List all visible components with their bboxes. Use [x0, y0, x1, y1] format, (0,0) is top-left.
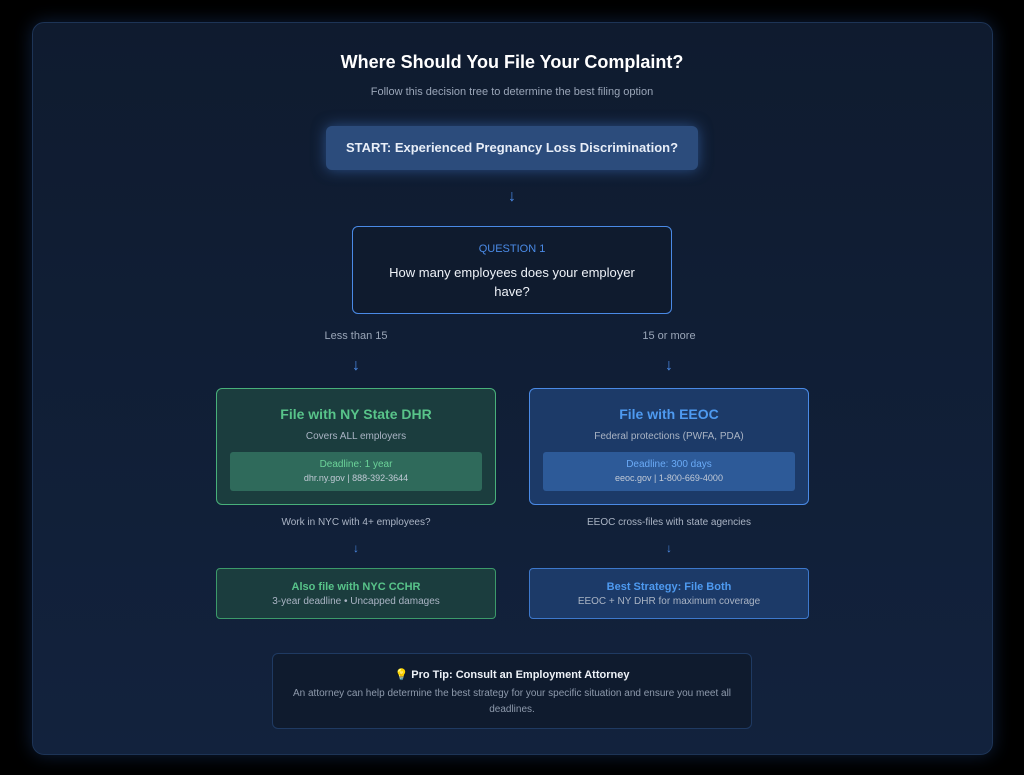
card-title: File with EEOC	[619, 406, 719, 422]
card-title: Best Strategy: File Both	[606, 581, 732, 593]
arrow-down-icon: ↓	[353, 541, 359, 555]
card-subtitle: EEOC + NY DHR for maximum coverage	[577, 596, 761, 607]
page-title: Where Should You File Your Complaint?	[340, 52, 684, 72]
right-followup-note: EEOC cross-files with state agencies	[587, 517, 751, 528]
contact: dhr.ny.gov | 888-392-3644	[303, 473, 409, 483]
tip-title: Pro Tip: Consult an Employment Attorney	[411, 669, 630, 681]
page-subtitle: Follow this decision tree to determine t…	[370, 86, 654, 98]
arrow-down-icon: ↓	[665, 357, 673, 374]
arrow-down-icon: ↓	[508, 188, 516, 205]
left-followup-question: Work in NYC with 4+ employees?	[281, 517, 431, 528]
lightbulb-icon: 💡	[394, 669, 409, 681]
branch-label-right: 15 or more	[642, 330, 696, 342]
card-title: File with NY State DHR	[280, 406, 432, 422]
card-description: Covers ALL employers	[305, 431, 407, 442]
arrow-down-icon: ↓	[666, 541, 672, 555]
deadline: Deadline: 1 year	[319, 459, 393, 470]
arrow-down-icon: ↓	[352, 357, 360, 374]
branch-label-left: Less than 15	[324, 330, 388, 342]
deadline: Deadline: 300 days	[626, 459, 712, 470]
ny-dhr-card: File with NY State DHR Covers ALL employ…	[216, 388, 496, 505]
question-label: QUESTION 1	[478, 243, 546, 255]
deadline-box: Deadline: 300 days eeoc.gov | 1-800-669-…	[543, 452, 795, 491]
question-text: How many employees does your employer ha…	[389, 265, 635, 299]
card-subtitle: 3-year deadline • Uncapped damages	[272, 596, 440, 607]
tip-text: An attorney can help determine the best …	[292, 688, 732, 715]
card-description: Federal protections (PWFA, PDA)	[594, 431, 744, 442]
nyc-cchr-card: Also file with NYC CCHR 3-year deadline …	[216, 568, 496, 619]
contact: eeoc.gov | 1-800-669-4000	[615, 473, 723, 483]
pro-tip-box: 💡 Pro Tip: Consult an Employment Attorne…	[272, 653, 752, 729]
start-node: START: Experienced Pregnancy Loss Discri…	[326, 126, 698, 170]
best-strategy-card: Best Strategy: File Both EEOC + NY DHR f…	[529, 568, 809, 619]
deadline-box: Deadline: 1 year dhr.ny.gov | 888-392-36…	[230, 452, 482, 491]
eeoc-card: File with EEOC Federal protections (PWFA…	[529, 388, 809, 505]
question-node: QUESTION 1 How many employees does your …	[352, 226, 672, 314]
card-title: Also file with NYC CCHR	[291, 581, 421, 593]
